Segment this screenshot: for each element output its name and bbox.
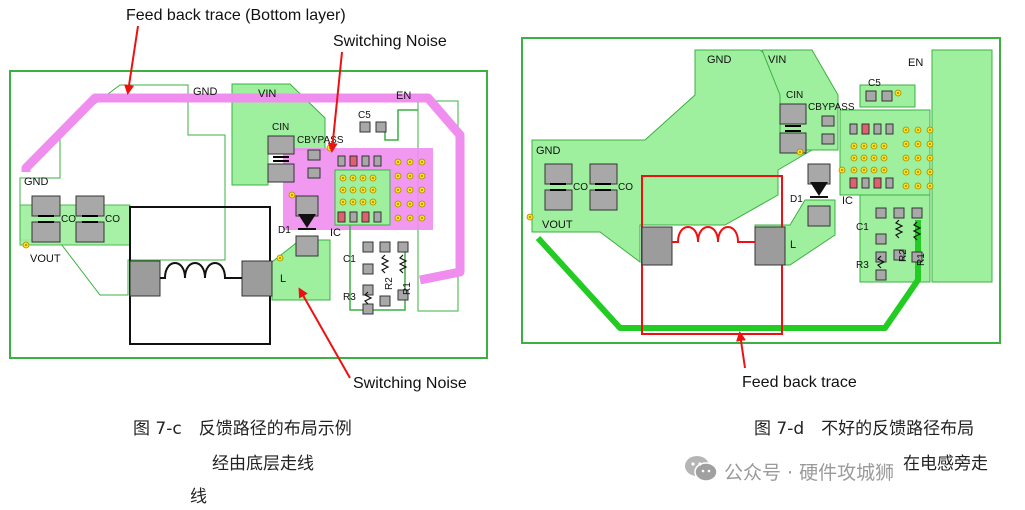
right-feedback-components	[875, 207, 923, 281]
right-cin-capacitor	[779, 103, 807, 154]
left-label-ic: IC	[330, 227, 341, 239]
left-en-route	[384, 109, 418, 141]
right-label-c1: C1	[856, 222, 869, 233]
left-feedback-components	[362, 241, 409, 315]
right-callout-feedback-trace: Feed back trace	[742, 374, 857, 391]
right-co-capacitor-2	[589, 163, 618, 211]
wechat-logo-icon	[684, 455, 718, 483]
left-label-en: EN	[396, 90, 411, 102]
right-c5-capacitor	[865, 90, 893, 102]
right-label-c5: C5	[868, 78, 881, 89]
left-label-r2: R2	[384, 277, 395, 290]
left-pcb-panel: GND VIN EN C5 CIN CBYPASS GND CO CO VOUT…	[9, 7, 488, 392]
left-label-co-2: CO	[105, 214, 120, 225]
left-ic-pins	[337, 155, 382, 223]
right-label-cin: CIN	[786, 90, 803, 101]
right-label-en: EN	[908, 57, 923, 69]
left-caption-line-2: 经由底层走线	[212, 454, 314, 474]
right-label-gnd-top: GND	[707, 54, 732, 66]
left-label-co-1: CO	[61, 214, 76, 225]
right-caption-line-2: 在电感旁走	[903, 454, 988, 474]
left-label-cbypass: CBYPASS	[297, 135, 344, 146]
left-label-vin: VIN	[258, 88, 276, 100]
right-label-vin: VIN	[768, 54, 786, 66]
left-caption-line-3: 线	[190, 487, 207, 507]
left-inductor-coil	[160, 262, 242, 279]
left-label-gnd-top: GND	[193, 86, 218, 98]
right-label-ic: IC	[842, 195, 853, 207]
left-label-d1: D1	[278, 225, 291, 236]
right-inductor-coil	[672, 226, 755, 243]
left-label-r3: R3	[343, 292, 356, 303]
left-label-gnd-left: GND	[24, 176, 49, 188]
left-label-vout: VOUT	[30, 253, 61, 265]
left-c5-capacitor	[359, 121, 387, 133]
left-callout-arrow-switching-bottom	[298, 287, 351, 379]
right-caption-line-1: 图 7-d 不好的反馈路径布局	[754, 419, 975, 439]
left-callout-feedback-bottom-layer: Feed back trace (Bottom layer)	[126, 7, 346, 24]
right-cbypass-capacitor	[821, 115, 835, 145]
left-callout-switching-noise-bottom: Switching Noise	[353, 375, 467, 392]
right-label-d1: D1	[790, 194, 803, 205]
left-fb-route	[349, 225, 406, 311]
left-co-capacitor-1	[31, 195, 61, 243]
left-inductor-pad-1	[129, 260, 161, 297]
right-label-r1: R1	[916, 253, 927, 266]
right-pcb-panel: GND VIN EN C5 CIN CBYPASS GND CO CO VOUT…	[521, 37, 1001, 391]
right-label-l: L	[790, 239, 796, 251]
right-label-gnd-left: GND	[536, 145, 561, 157]
right-label-co-2: CO	[618, 182, 633, 193]
left-feedback-trace	[21, 93, 465, 285]
left-callout-switching-noise-top: Switching Noise	[333, 33, 447, 50]
right-label-r2: R2	[898, 249, 909, 262]
right-label-vout: VOUT	[542, 219, 573, 231]
left-label-cin: CIN	[272, 122, 289, 133]
left-inductor-pad-2	[241, 260, 273, 297]
right-label-cbypass: CBYPASS	[808, 102, 855, 113]
right-vin-copper	[761, 49, 839, 151]
left-label-c5: C5	[358, 110, 371, 121]
left-callout-arrow-feedback	[124, 25, 139, 95]
right-en-copper	[931, 49, 993, 283]
left-cbypass-capacitor	[307, 149, 321, 179]
right-diode-d1	[807, 163, 831, 227]
left-co-capacitor-2	[75, 195, 105, 243]
left-caption-line-1: 图 7-c 反馈路径的布局示例	[133, 419, 352, 439]
right-co-capacitor-1	[544, 163, 573, 211]
left-label-c1: C1	[343, 254, 356, 265]
right-ic-pins	[849, 123, 894, 189]
right-label-co-1: CO	[573, 182, 588, 193]
right-inductor-pad-2	[754, 226, 786, 266]
left-callout-arrow-switching-top	[327, 51, 343, 153]
watermark-text: 公众号 · 硬件攻城狮	[724, 462, 895, 484]
left-label-r1: R1	[402, 282, 413, 295]
right-label-r3: R3	[856, 260, 869, 271]
right-inductor-pad-1	[641, 226, 673, 266]
left-diode-d1	[295, 195, 319, 257]
left-cin-capacitor	[267, 135, 295, 183]
left-label-l: L	[280, 273, 286, 285]
right-callout-arrow-feedback	[736, 331, 746, 369]
